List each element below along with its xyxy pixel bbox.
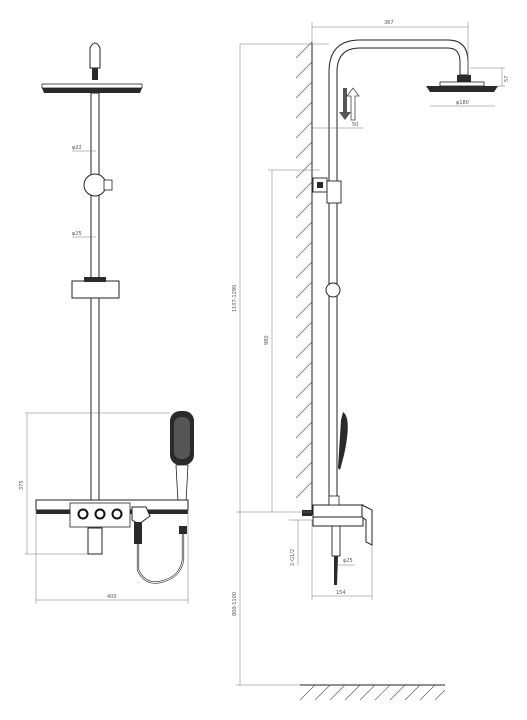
side-rain-head [426,86,498,92]
inlet-spacing-label: 2-G1/2 [290,549,296,566]
hand-shower [170,411,194,503]
control-knob-2 [94,508,106,520]
side-view: 367 57 φ180 50 [232,20,510,701]
shower-head-connector [92,68,98,80]
outlet-diameter-label: φ25 [343,558,353,564]
side-mixer-body [312,504,364,518]
lower-outlet [87,527,103,555]
side-top-width-label: 367 [384,20,394,26]
height-adjust-arrows [339,87,360,121]
rain-shower-head [42,88,142,93]
front-view: φ22 φ25 375 [19,42,194,604]
control-knob-3 [111,508,123,520]
pipe-diameter-upper-label: φ22 [72,145,82,151]
side-lever [361,504,373,546]
bracket-offset-label: 50 [352,122,358,128]
pipe-diameter-lower-label: φ25 [72,231,82,237]
side-hand-shower [338,412,348,470]
front-height-label: 375 [19,480,25,490]
control-knob-1 [77,508,89,520]
head-diameter-label: φ180 [456,100,469,106]
rail-height-label: 980 [264,335,270,345]
mount-height-label: 800-1100 [232,592,238,616]
floor-hatching [299,684,446,701]
mixer-lever [131,506,151,525]
depth-label: 154 [336,590,346,596]
handshower-holder [71,280,120,299]
side-slider [325,282,341,298]
wall-hatching [295,41,313,499]
side-riser-pipe [328,39,469,511]
head-height-label: 57 [504,76,510,82]
spout [134,522,142,544]
total-height-label: 1107-1290 [232,285,238,312]
height-adjust-clamp [83,173,107,197]
side-spout [331,525,341,557]
front-width-label: 400 [107,594,117,600]
